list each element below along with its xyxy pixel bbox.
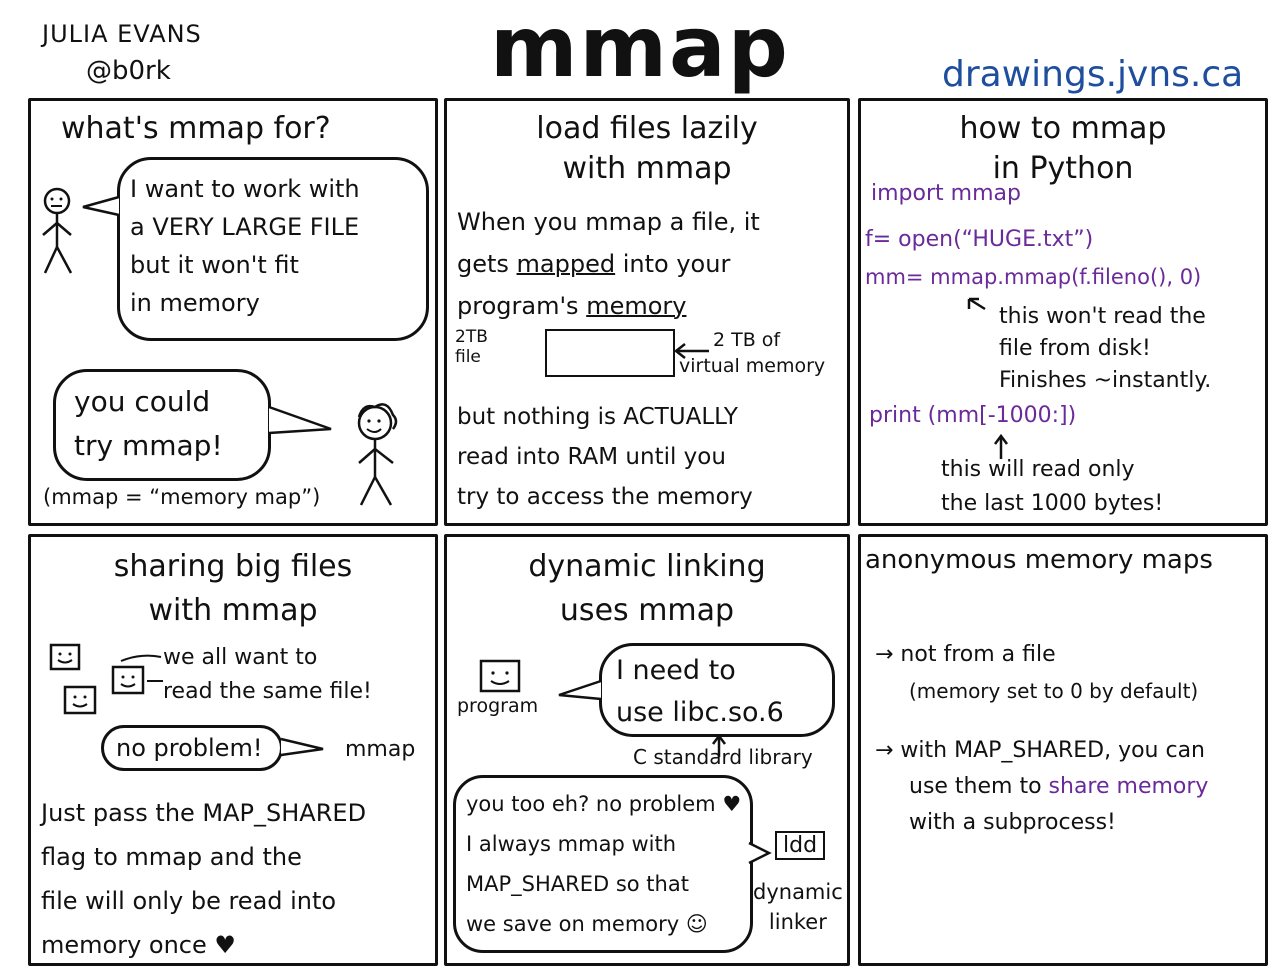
virtual-memory-box bbox=[545, 329, 675, 377]
mmap-definition-note: (mmap = “memory map”) bbox=[43, 485, 321, 509]
speech-line: a VERY LARGE FILE bbox=[130, 213, 360, 241]
panel-title: in Python bbox=[992, 151, 1134, 186]
panel-title: load files lazily bbox=[536, 111, 758, 146]
linker-label: dynamic bbox=[753, 880, 843, 904]
ldd-box: ldd bbox=[775, 831, 826, 860]
vm-label: virtual memory bbox=[679, 355, 826, 377]
bullet-line: with a subprocess! bbox=[909, 810, 1116, 835]
panel-title: dynamic linking bbox=[528, 549, 766, 584]
speech-line: try mmap! bbox=[74, 429, 223, 462]
panel-title: with mmap bbox=[562, 151, 732, 186]
bubble-tail bbox=[268, 405, 332, 435]
underlined-memory: memory bbox=[586, 292, 687, 320]
stick-figure-icon bbox=[42, 187, 73, 274]
bubble-tail bbox=[280, 737, 324, 757]
body-line: When you mmap a file, it bbox=[457, 208, 760, 236]
panel-anonymous-memory-maps: anonymous memory maps → not from a file … bbox=[858, 534, 1268, 966]
note-line: this will read only bbox=[941, 457, 1135, 482]
note-line: Finishes ~instantly. bbox=[999, 368, 1212, 393]
bubble-tail bbox=[82, 195, 120, 217]
panel-title: with mmap bbox=[148, 593, 318, 628]
arrow-up-icon bbox=[994, 433, 1008, 459]
bullet-line: use them to share memory bbox=[909, 774, 1209, 799]
file-size-label: 2TB bbox=[455, 327, 488, 347]
speech-line: but it won't fit bbox=[130, 251, 299, 279]
panel-how-to-mmap-python: how to mmap in Python import mmap f= ope… bbox=[858, 98, 1268, 526]
panel-title: what's mmap for? bbox=[61, 111, 331, 146]
bullet-line: → not from a file bbox=[875, 642, 1056, 667]
speech-bubble-try-mmap: you could try mmap! bbox=[53, 369, 271, 481]
speech-line: I want to work with bbox=[130, 175, 360, 203]
speech-line: use libc.so.6 bbox=[616, 697, 784, 728]
bubble-tail bbox=[558, 679, 602, 701]
panel-title: anonymous memory maps bbox=[865, 545, 1213, 575]
speech-line: no problem! bbox=[116, 734, 263, 762]
arrow-up-icon bbox=[712, 733, 726, 757]
curly-hair-figure-icon bbox=[357, 403, 398, 506]
vm-label: 2 TB of bbox=[713, 329, 781, 351]
bubble-tail bbox=[748, 841, 772, 865]
speech-line: I always mmap with bbox=[466, 832, 676, 856]
speech-bubble-large-file: I want to work with a VERY LARGE FILE bu… bbox=[117, 157, 429, 341]
panel-whats-mmap-for: what's mmap for? I want to work with a V… bbox=[28, 98, 438, 526]
panel-load-files-lazily: load files lazily with mmap When you mma… bbox=[444, 98, 850, 526]
bullet-line: → with MAP_SHARED, you can bbox=[875, 738, 1205, 763]
body-line: Just pass the MAP_SHARED bbox=[41, 799, 367, 827]
speech-bubble-no-problem: no problem! bbox=[101, 725, 283, 771]
speech-line: I need to bbox=[616, 655, 736, 686]
panel-title: sharing big files bbox=[113, 549, 353, 584]
panel-sharing-big-files: sharing big files with mmap we all want … bbox=[28, 534, 438, 966]
body-line: but nothing is ACTUALLY bbox=[457, 404, 738, 430]
page-title: mmap bbox=[490, 0, 790, 96]
speech-line: you could bbox=[74, 385, 211, 418]
speech-bubble-need-libc: I need to use libc.so.6 bbox=[599, 643, 835, 737]
speech-line: you too eh? no problem ♥ bbox=[466, 792, 742, 816]
body-line: read into RAM until you bbox=[457, 444, 726, 470]
arrow-up-icon bbox=[967, 297, 986, 311]
libc-note: C standard library bbox=[633, 745, 813, 769]
panel-title: uses mmap bbox=[559, 593, 735, 628]
mmap-label: mmap bbox=[345, 737, 416, 762]
speech-line: we save on memory ☺ bbox=[466, 912, 708, 936]
speech-line: in memory bbox=[130, 289, 260, 317]
panel-title: how to mmap bbox=[959, 111, 1167, 146]
body-line: flag to mmap and the bbox=[41, 843, 302, 871]
arrow-left-icon bbox=[673, 343, 709, 359]
body-line: try to access the memory bbox=[457, 484, 753, 510]
want-line: we all want to bbox=[163, 645, 318, 670]
body-line: program's memory bbox=[457, 292, 687, 320]
speech-line: MAP_SHARED so that bbox=[466, 872, 689, 896]
underlined-mapped: mapped bbox=[516, 250, 616, 278]
author-handle: @b0rk bbox=[86, 56, 171, 86]
code-line: f= open(“HUGE.txt”) bbox=[865, 227, 1094, 252]
bullet-line: (memory set to 0 by default) bbox=[909, 679, 1199, 703]
note-line: the last 1000 bytes! bbox=[941, 491, 1164, 516]
site-url[interactable]: drawings.jvns.ca bbox=[942, 54, 1244, 95]
author-name: JULIA EVANS bbox=[42, 20, 202, 48]
code-line: mm= mmap.mmap(f.fileno(), 0) bbox=[865, 265, 1202, 289]
code-line: print (mm[-1000:]) bbox=[869, 403, 1077, 428]
share-memory-highlight: share memory bbox=[1048, 774, 1209, 799]
speech-bubble-always-mmap: you too eh? no problem ♥ I always mmap w… bbox=[453, 775, 753, 953]
body-line: memory once ♥ bbox=[41, 931, 236, 959]
panel-dynamic-linking: dynamic linking uses mmap program I need… bbox=[444, 534, 850, 966]
program-faces-icon bbox=[49, 643, 163, 715]
note-line: file from disk! bbox=[999, 336, 1151, 361]
note-line: this won't read the bbox=[999, 304, 1206, 329]
linker-label: linker bbox=[768, 910, 827, 934]
program-face-icon bbox=[479, 659, 521, 693]
body-line: gets mapped into your bbox=[457, 250, 731, 278]
file-size-label: file bbox=[455, 347, 481, 367]
want-line: read the same file! bbox=[163, 679, 372, 704]
program-label: program bbox=[457, 695, 539, 717]
code-line: import mmap bbox=[871, 181, 1021, 206]
body-line: file will only be read into bbox=[41, 887, 337, 915]
